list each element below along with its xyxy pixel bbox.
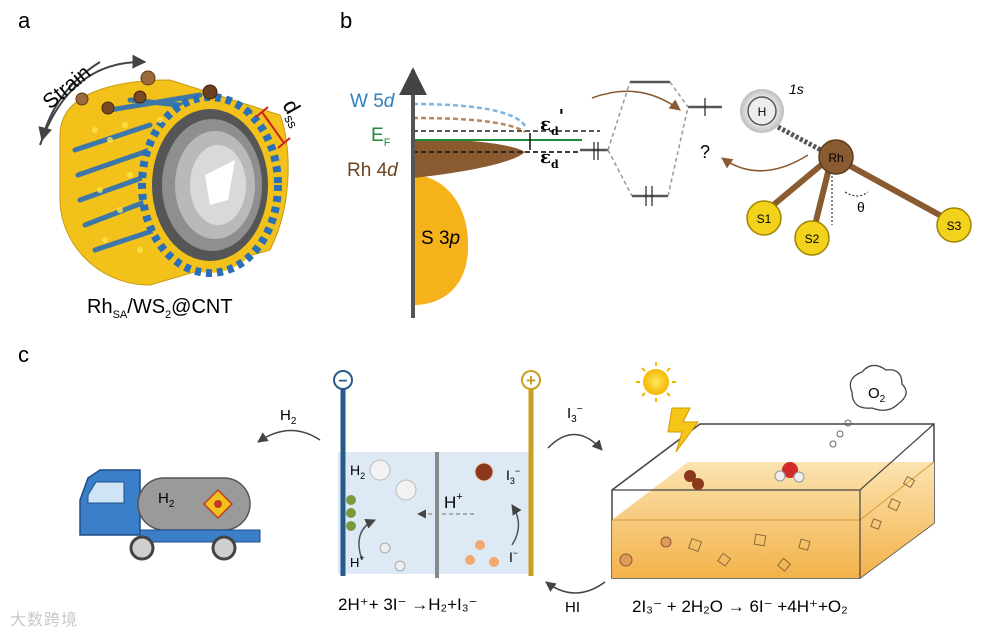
brown-arrow-top: [591, 90, 681, 111]
s3p-label: S 3p: [421, 228, 460, 249]
electrolytic-cell: [333, 370, 541, 578]
eps-d-prime-label: εd': [540, 106, 564, 138]
eps-d-label: εd: [540, 147, 559, 171]
rh-atom-label: Rh: [828, 151, 843, 165]
w5d-label: W 5d: [350, 91, 396, 112]
anode-i-label: I−: [509, 548, 518, 565]
panel-label-a: a: [18, 8, 31, 33]
dss-marker: [261, 111, 285, 144]
lightning-icon: [667, 407, 699, 453]
tank-equation: 2I₃⁻ + 2H₂O → 6I⁻ +4H⁺+O₂: [632, 597, 848, 616]
rh4d-label: Rh 4d: [347, 160, 399, 181]
truck-h2-label: H2: [158, 490, 175, 510]
sun-icon: [636, 362, 676, 402]
watermark: 大数跨境: [10, 610, 79, 629]
h-atom-label: H: [758, 105, 767, 119]
hi-transfer-label: HI: [565, 599, 580, 616]
mo-diagram: [580, 80, 722, 206]
cell-h2-label: H2: [350, 462, 365, 481]
anode-plus-sign: +: [526, 371, 536, 390]
o2-cloud: [849, 364, 907, 411]
panel-label-b: b: [340, 8, 352, 33]
dos-plot: [399, 67, 600, 318]
rh-h-model: [740, 89, 972, 256]
hydrogen-truck: [79, 469, 261, 561]
o2-label: O2: [868, 385, 886, 405]
anode-i3-label: I3−: [506, 466, 520, 486]
s2-label: S2: [805, 232, 820, 246]
s3-label: S3: [947, 219, 962, 233]
ef-label: EF: [371, 125, 391, 149]
h2-export-label: H2: [280, 407, 297, 427]
cathode-hplus-label: H+: [350, 553, 365, 570]
question-mark: ?: [700, 142, 710, 162]
i3-transfer-label: I3−: [567, 404, 583, 425]
strain-arrow-back: [38, 61, 101, 142]
hi-transfer-arrow: [545, 581, 606, 594]
photocatalysis-tank: [611, 419, 935, 579]
theta-label: θ: [857, 199, 865, 215]
i3-transfer-arrow: [547, 433, 603, 451]
nanotube-illustration: [59, 70, 289, 286]
membrane-hplus-label: H+: [444, 491, 463, 512]
panel-a-caption: RhSA/WS2@CNT: [87, 296, 233, 321]
brown-arrow-bottom: [721, 154, 809, 172]
panel-label-c: c: [18, 342, 29, 367]
cell-equation: 2H⁺+ 3I⁻ →H₂+I₃⁻: [338, 595, 478, 614]
h2-export-arrow: [257, 429, 321, 443]
cathode-minus-sign: −: [338, 373, 347, 390]
orbital-1s-label: 1s: [789, 81, 804, 97]
s1-label: S1: [757, 212, 772, 226]
